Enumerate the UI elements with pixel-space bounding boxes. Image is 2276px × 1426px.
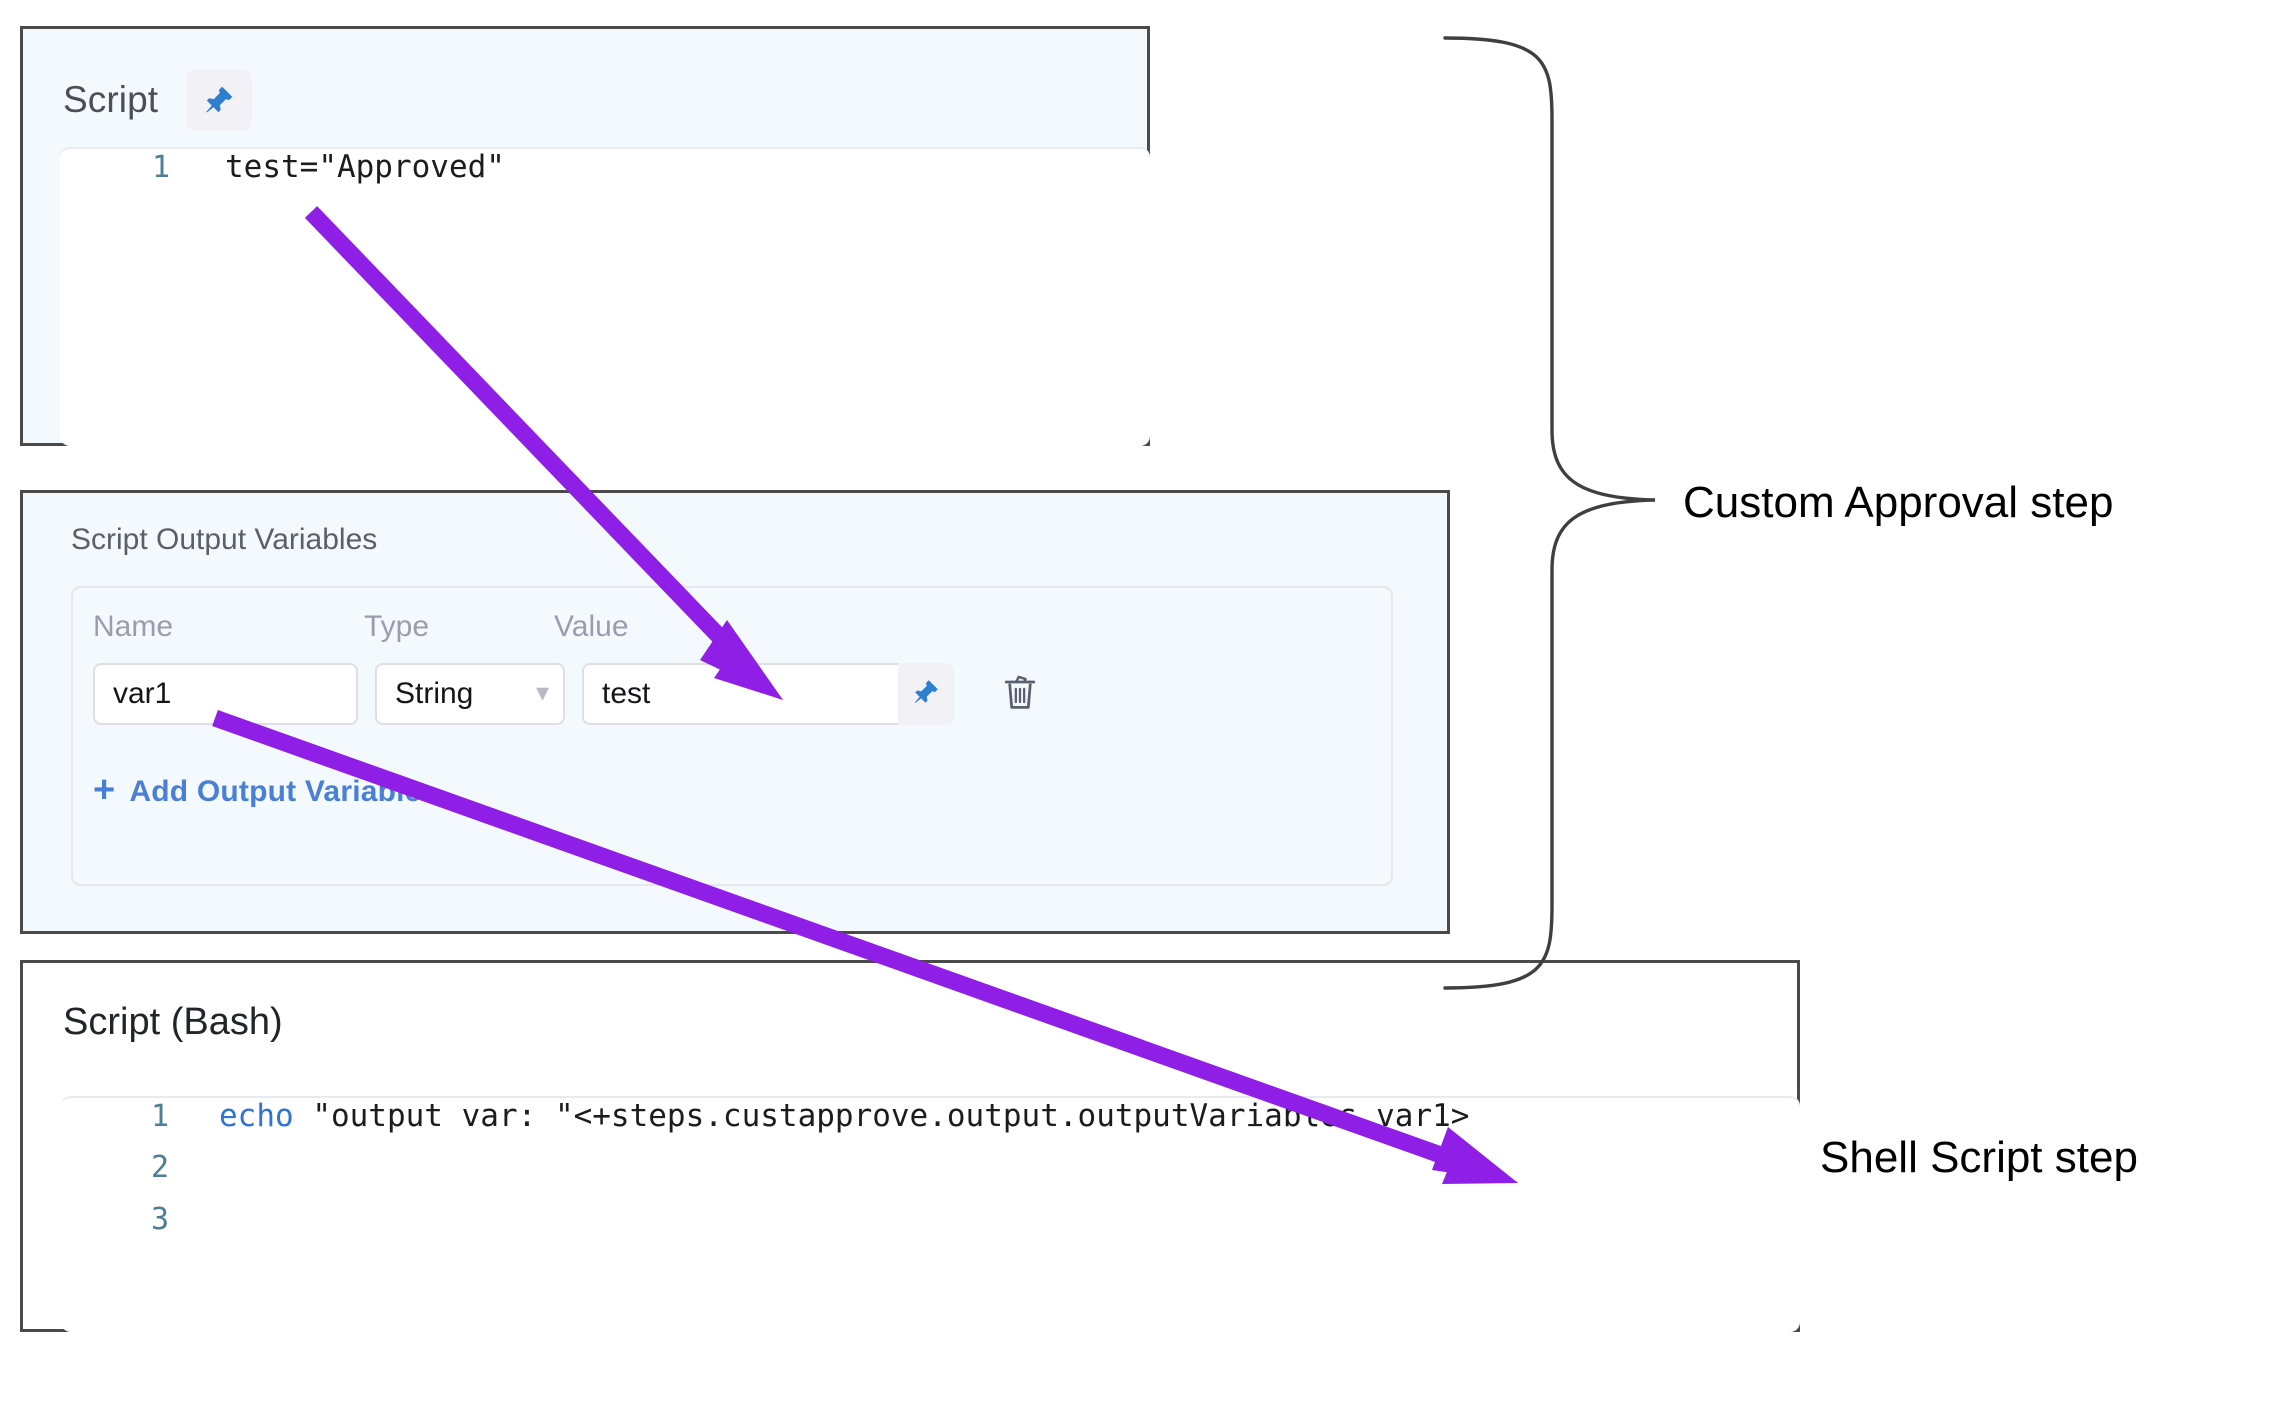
output-variable-row: var1 String ▾ test — [93, 663, 1042, 725]
variable-value-input[interactable]: test — [582, 663, 898, 725]
bash-script-panel: Script (Bash) 1 echo "output var: "<+ste… — [20, 960, 1800, 1332]
code-rest: "output var: "<+steps.custapprove.output… — [293, 1098, 1470, 1134]
code-line-text: test="Approved" — [225, 149, 505, 185]
pin-icon-button[interactable] — [186, 69, 253, 131]
shell-script-step-label: Shell Script step — [1820, 1133, 2138, 1182]
script-panel: Script 1 test="Approved" — [20, 26, 1150, 446]
line-number: 1 — [150, 1099, 169, 1134]
code-line: 3 — [61, 1202, 1800, 1254]
bash-code-editor[interactable]: 1 echo "output var: "<+steps.custapprove… — [61, 1096, 1800, 1332]
custom-approval-step-label: Custom Approval step — [1683, 478, 2114, 527]
script-code-editor[interactable]: 1 test="Approved" — [60, 147, 1150, 446]
pin-icon — [202, 83, 236, 117]
column-header-value: Value — [554, 610, 629, 643]
output-variables-card: Name Type Value var1 String ▾ test — [71, 586, 1393, 886]
variable-type-value: String — [395, 677, 474, 710]
trash-icon — [1000, 670, 1040, 719]
add-output-variable-button[interactable]: + Add Output Variable — [93, 769, 422, 811]
column-header-name: Name — [93, 610, 174, 643]
pin-icon — [911, 677, 941, 712]
variable-name-input[interactable]: var1 — [93, 663, 358, 725]
add-output-variable-label: Add Output Variable — [129, 775, 422, 808]
delete-variable-button[interactable] — [998, 669, 1042, 719]
script-panel-header: Script — [63, 69, 253, 131]
code-line: 1 test="Approved" — [60, 149, 1150, 203]
plus-icon: + — [93, 769, 116, 811]
output-variables-title: Script Output Variables — [71, 523, 378, 556]
bash-panel-title: Script (Bash) — [63, 1001, 283, 1043]
custom-approval-brace — [1443, 36, 1656, 990]
code-line-text: echo "output var: "<+steps.custapprove.o… — [169, 1098, 1469, 1134]
line-number: 3 — [150, 1202, 169, 1237]
code-keyword: echo — [219, 1098, 294, 1134]
output-variables-column-headers: Name Type Value — [93, 610, 754, 644]
line-number: 1 — [151, 150, 170, 185]
code-line: 1 echo "output var: "<+steps.custapprove… — [61, 1098, 1800, 1150]
variable-type-select[interactable]: String ▾ — [375, 663, 565, 725]
variable-value-group: test — [582, 663, 954, 725]
line-number: 2 — [150, 1150, 169, 1185]
script-panel-title: Script — [63, 79, 159, 120]
chevron-down-icon: ▾ — [535, 677, 549, 707]
column-header-type: Type — [364, 610, 430, 643]
code-line: 2 — [61, 1150, 1800, 1202]
value-pin-icon-button[interactable] — [898, 663, 954, 725]
script-output-variables-panel: Script Output Variables Name Type Value … — [20, 490, 1450, 934]
